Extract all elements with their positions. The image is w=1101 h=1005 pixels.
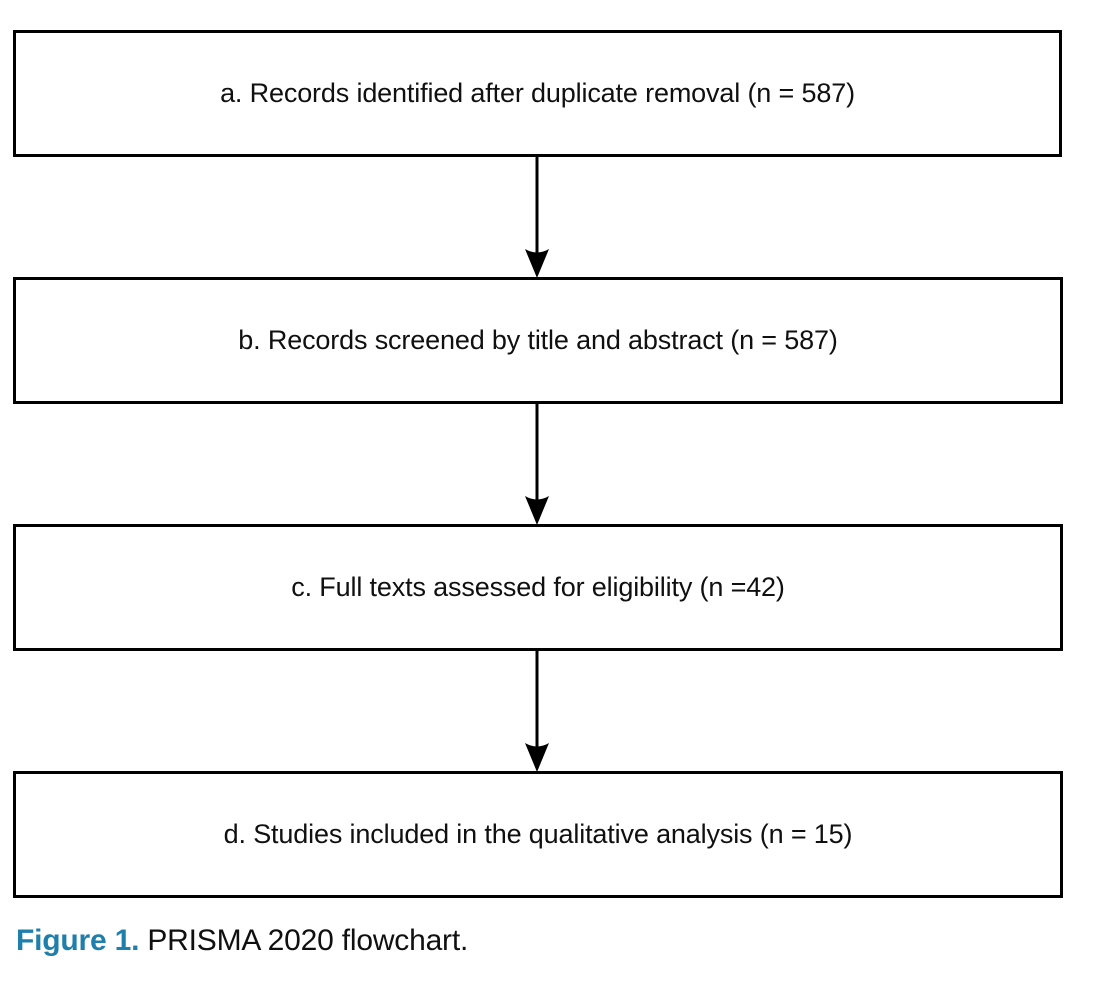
flowchart-node-a: a. Records identified after duplicate re… [13,30,1062,157]
flowchart-node-b: b. Records screened by title and abstrac… [13,277,1063,404]
figure-caption-text: PRISMA 2020 flowchart. [139,924,469,957]
figure-caption-number: Figure 1. [16,924,140,957]
flowchart-node-c: c. Full texts assessed for eligibility (… [13,524,1063,651]
flowchart-node-d-label: d. Studies included in the qualitative a… [223,818,853,849]
flowchart-node-a-label: a. Records identified after duplicate re… [220,77,855,108]
flowchart-arrow-c-to-d [523,651,551,772]
flowchart-arrow-b-to-c [523,404,551,525]
flowchart-node-c-label: c. Full texts assessed for eligibility (… [291,571,785,602]
figure-caption: Figure 1. PRISMA 2020 flowchart. [16,924,468,958]
flowchart-arrow-a-to-b [523,157,551,278]
flowchart-node-d: d. Studies included in the qualitative a… [13,771,1063,898]
flowchart-node-b-label: b. Records screened by title and abstrac… [238,324,838,355]
